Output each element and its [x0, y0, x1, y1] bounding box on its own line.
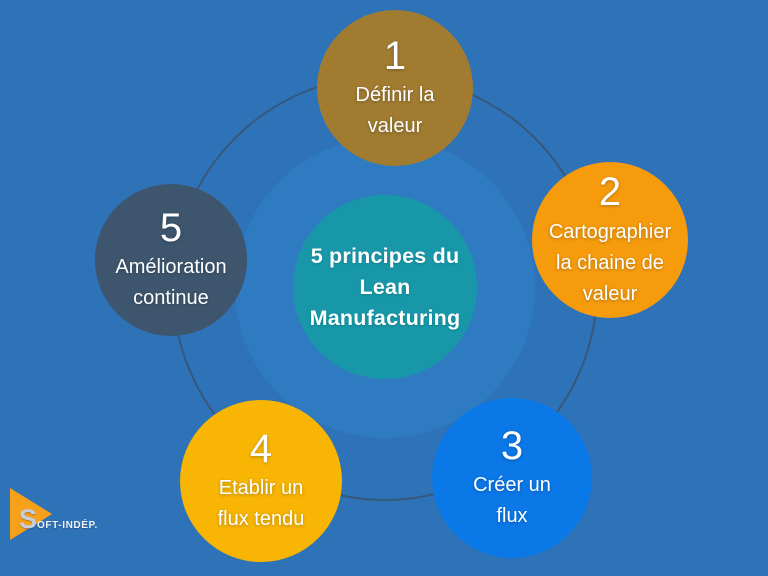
diagram-title: 5 principes du Lean Manufacturing	[309, 243, 461, 330]
principle-number: 5	[159, 205, 183, 250]
principle-circle-2: 2 Cartographier la chaine de valeur	[532, 162, 688, 318]
principle-label: Définir la valeur	[355, 84, 435, 138]
principle-number: 4	[249, 426, 273, 471]
logo-text: SOFT-INDÉP.	[19, 504, 98, 535]
principle-label: Etablir un flux tendu	[217, 477, 305, 531]
principle-number: 3	[500, 423, 524, 468]
principle-number: 2	[598, 170, 622, 215]
logo-rest-text: OFT-INDÉP.	[37, 520, 98, 531]
principle-number: 1	[383, 33, 407, 78]
principle-label: Amélioration continue	[115, 256, 227, 310]
center-circle: 5 principes du Lean Manufacturing	[293, 195, 477, 379]
principle-circle-1: 1 Définir la valeur	[317, 10, 473, 166]
principle-label: Créer un flux	[473, 474, 551, 528]
principle-circle-4: 4 Etablir un flux tendu	[180, 400, 342, 562]
logo-triangle-icon	[10, 488, 52, 540]
principle-circle-5: 5 Amélioration continue	[95, 184, 247, 336]
principle-circle-3: 3 Créer un flux	[432, 398, 592, 558]
logo-initial: S	[19, 504, 38, 534]
principle-label: Cartographier la chaine de valeur	[548, 220, 672, 305]
